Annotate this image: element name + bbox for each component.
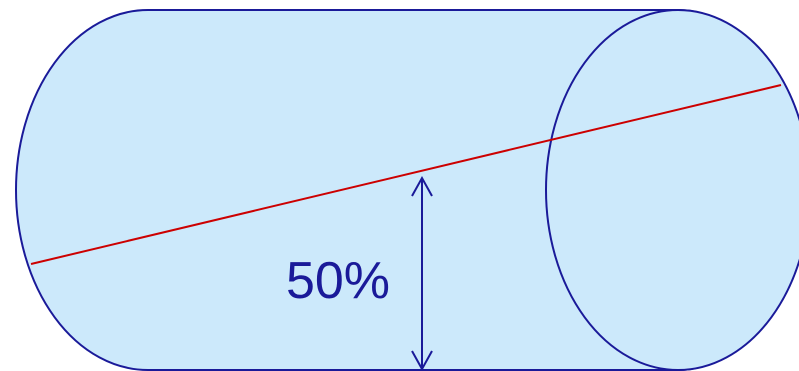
height-arrow bbox=[411, 175, 433, 371]
percent-label: 50% bbox=[286, 252, 390, 310]
arrow-head-top bbox=[411, 175, 433, 197]
arrow-head-bottom bbox=[411, 350, 433, 371]
diagonal-line bbox=[30, 84, 782, 265]
cylinder-end-face bbox=[545, 9, 799, 371]
